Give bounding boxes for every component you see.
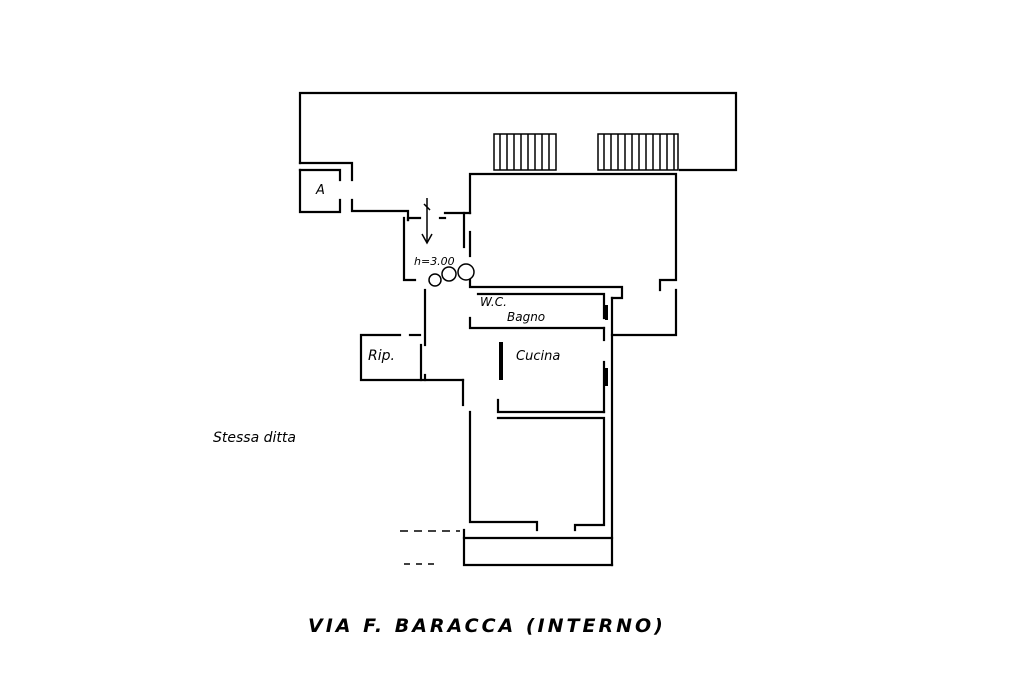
stair-hatching: [493, 133, 679, 171]
room-a-label: A: [315, 183, 325, 198]
outer-courtyard-wall: [298, 91, 738, 222]
rip-label: Rip.: [368, 348, 395, 364]
north-arrow-icon: [421, 198, 433, 245]
height-label: h=3.00: [414, 255, 455, 268]
entrance-corridor: [402, 216, 624, 382]
bathroom: W.C. Bagno: [468, 292, 608, 330]
neighbour-label: Stessa ditta: [213, 430, 296, 446]
wc-label: W.C.: [480, 295, 507, 309]
street-label: VIA F. BARACCA (INTERNO): [308, 615, 666, 637]
storage-room-rip: Rip.: [359, 333, 465, 382]
lower-room: [400, 378, 614, 567]
room-a: A: [298, 168, 342, 214]
bagno-label: Bagno: [507, 310, 545, 324]
gas-meter-icon: [428, 263, 475, 287]
kitchen: Cucina: [496, 296, 614, 567]
main-room: [443, 172, 678, 337]
cucina-label: Cucina: [516, 349, 560, 364]
